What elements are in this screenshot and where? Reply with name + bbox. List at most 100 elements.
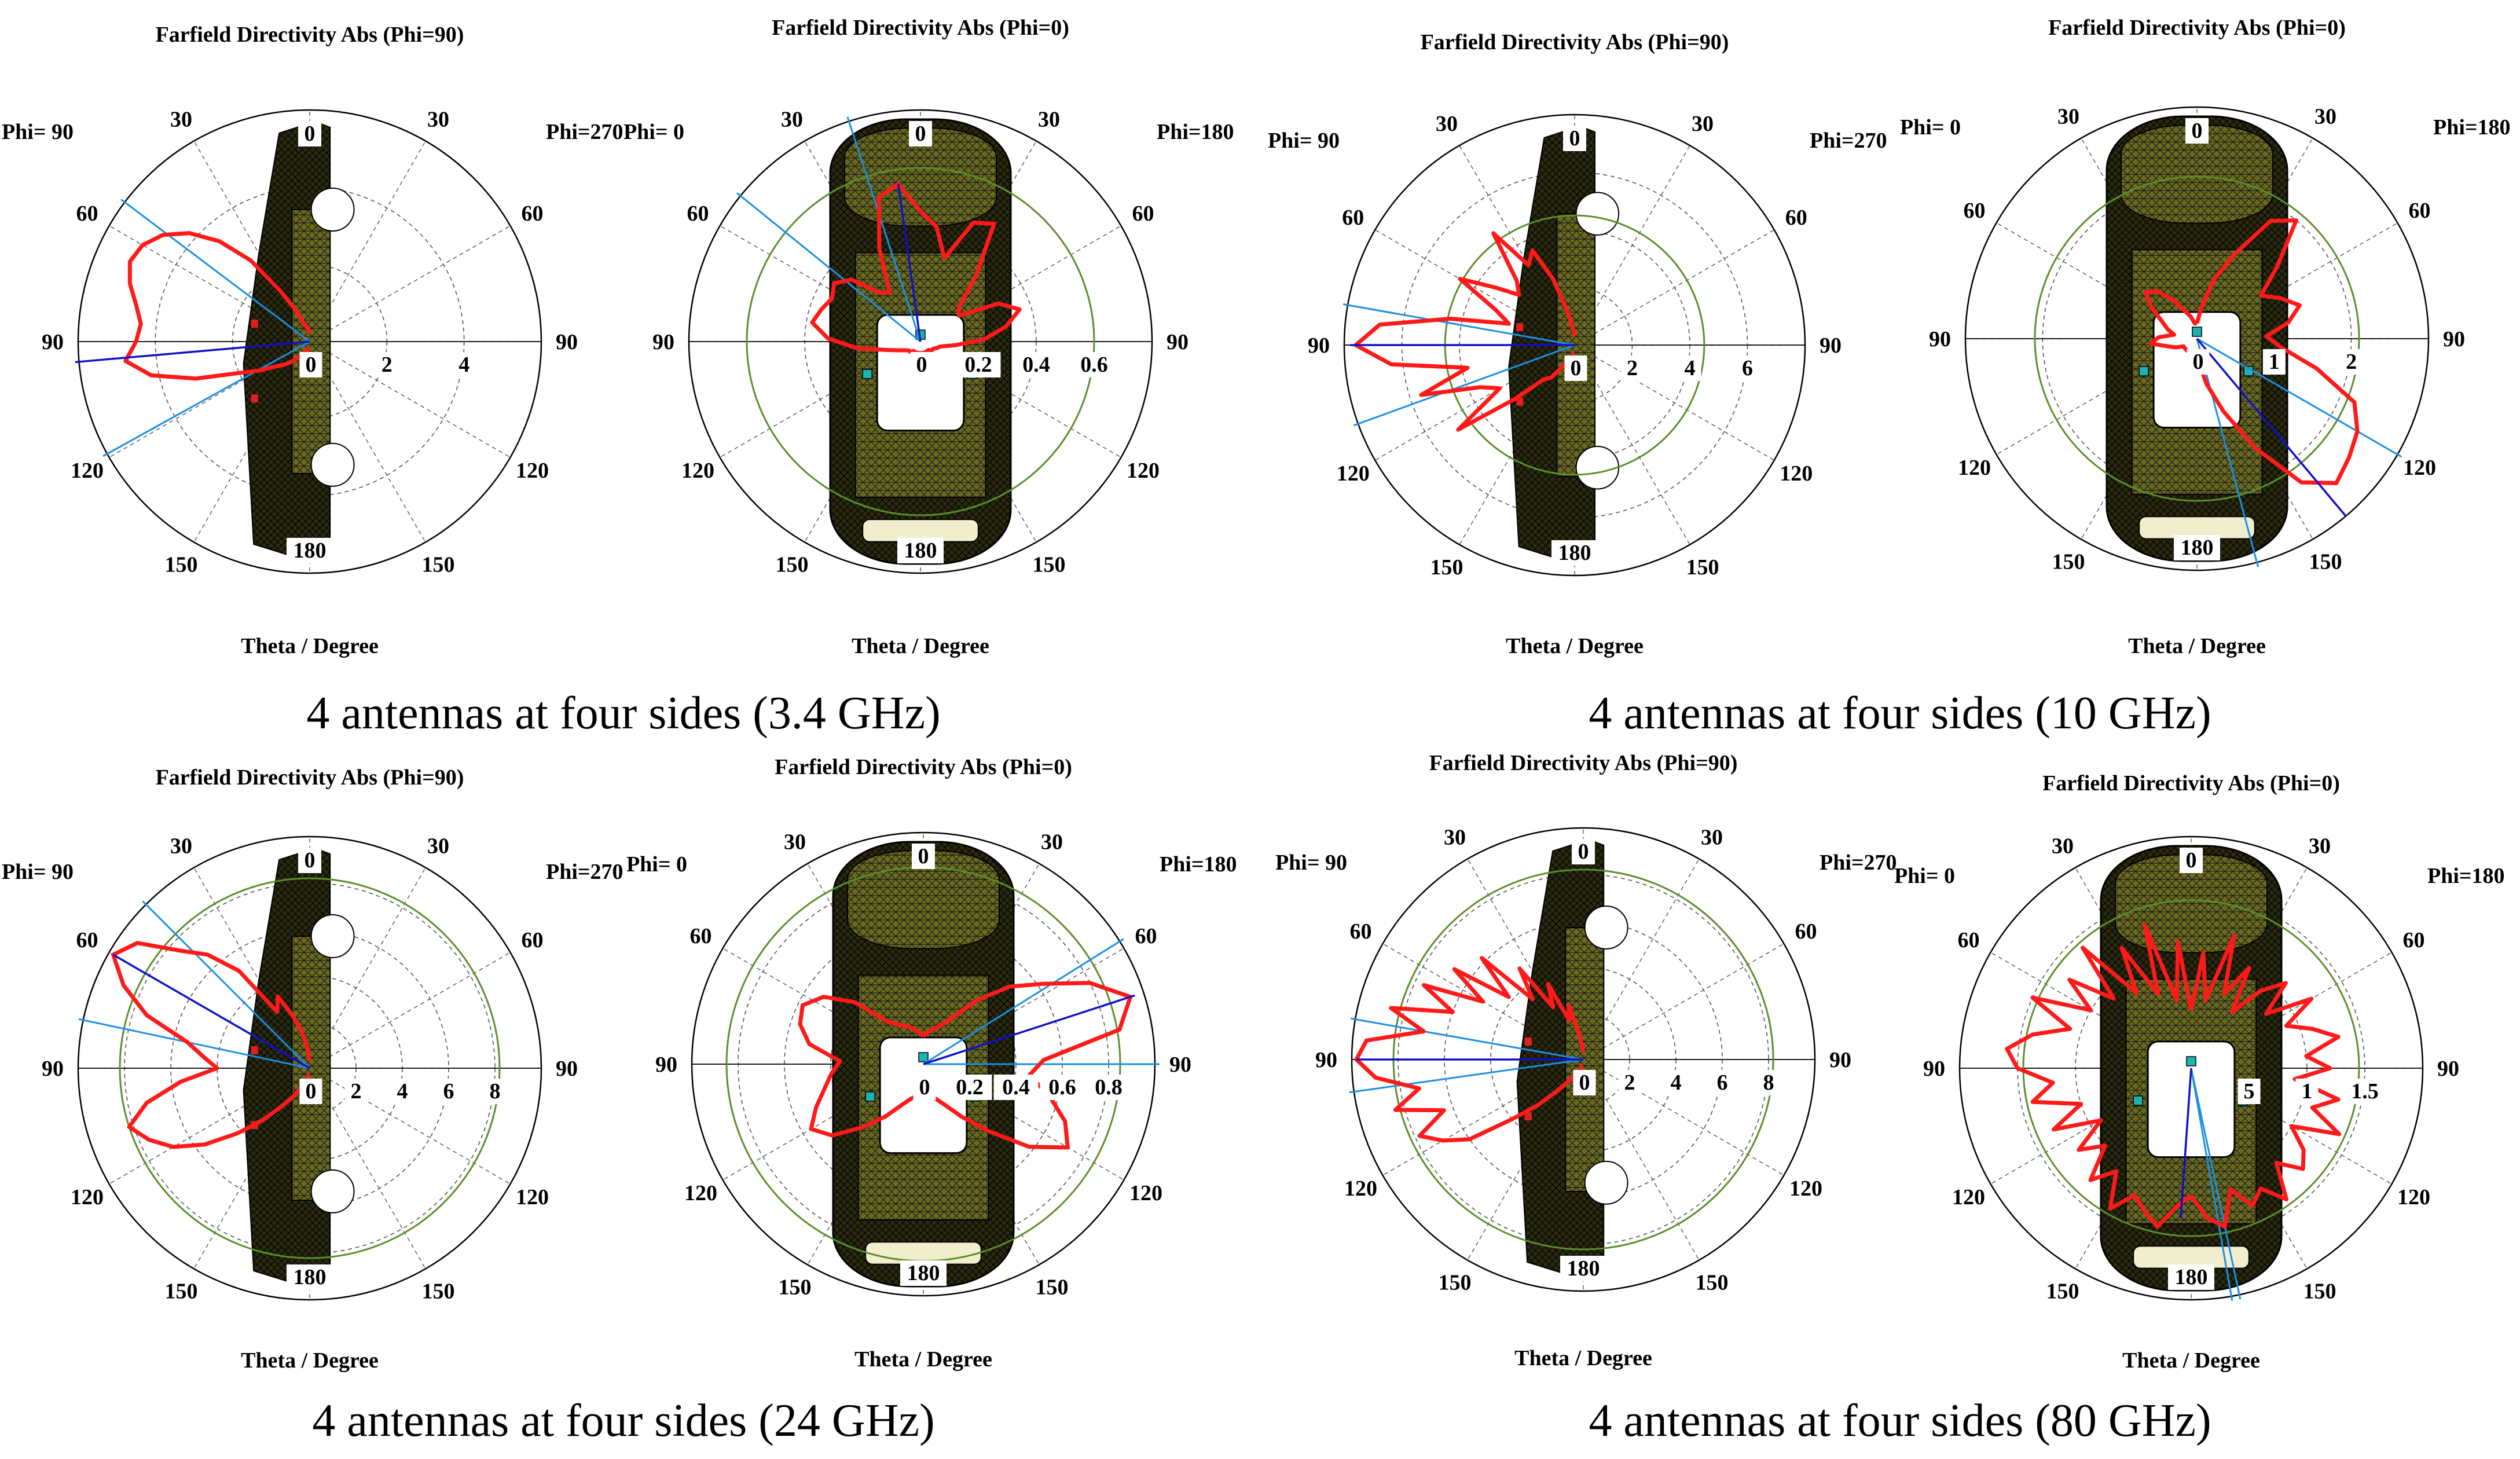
radial-tick-label: 2 [382, 353, 393, 377]
beam-width-line [78, 1018, 310, 1069]
radial-tick-box [1621, 355, 1644, 381]
radial-tick-box [910, 352, 933, 377]
angle-tick-box [2185, 118, 2209, 144]
angle-tick-label: 120 [1129, 1181, 1162, 1205]
radial-tick-box [2187, 349, 2210, 375]
angle-tick-label: 180 [294, 538, 327, 563]
polar-spoke [309, 341, 511, 458]
radial-tick-label: 0.4 [1022, 353, 1050, 377]
radial-tick-label: 6 [1717, 1071, 1728, 1095]
angle-tick-label: 120 [516, 1185, 549, 1209]
angle-tick-label: 30 [1038, 108, 1060, 132]
threshold-circle [2034, 175, 2360, 502]
radial-tick-label: 2 [2346, 350, 2357, 374]
radial-tick-box [1564, 355, 1587, 381]
chart-title: Farfield Directivity Abs (Phi=90) [156, 765, 464, 790]
radial-tick-label: 0.8 [1095, 1075, 1123, 1099]
chart-title: Farfield Directivity Abs (Phi=90) [1421, 30, 1729, 54]
angle-tick-label: 120 [71, 1185, 104, 1209]
chart-title: Farfield Directivity Abs (Phi=0) [2042, 771, 2340, 796]
polar-spoke [1574, 229, 1775, 346]
angle-tick-label: 30 [2314, 105, 2336, 129]
beam-width-line [2196, 338, 2402, 458]
angle-tick-label: 90 [42, 330, 64, 354]
angle-tick-label: 180 [294, 1265, 327, 1289]
angle-tick-label: 120 [2397, 1185, 2430, 1209]
radial-tick-label: 4 [397, 1079, 408, 1104]
radial-tick-label: 0 [916, 353, 927, 377]
radial-tick-label: 4 [1685, 356, 1696, 380]
threshold-circle [2022, 899, 2360, 1237]
angle-tick-label: 90 [1923, 1057, 1945, 1081]
directivity-pattern-curve [919, 210, 1022, 355]
angle-tick-label: 60 [690, 924, 712, 948]
angle-tick-label: 180 [1558, 541, 1591, 565]
angle-tick-label: 60 [687, 201, 709, 226]
angle-tick-label: 30 [170, 834, 192, 859]
antenna-marker-icon [1524, 1112, 1532, 1121]
radial-tick-label: 4 [1671, 1071, 1682, 1095]
radial-tick-label: 0 [306, 1079, 317, 1104]
angle-tick-label: 150 [1696, 1271, 1729, 1295]
angle-tick-label: 90 [1829, 1048, 1851, 1072]
radial-tick-box [1678, 355, 1701, 381]
angle-tick-label: 30 [427, 834, 449, 859]
radial-tick-label: 0.6 [1080, 353, 1108, 377]
angle-tick-label: 60 [522, 201, 544, 226]
radial-tick-box [947, 1075, 992, 1100]
radial-tick-label: 2 [1624, 1071, 1635, 1095]
angle-tick-label: 120 [1344, 1176, 1377, 1201]
antenna-marker-icon [2138, 366, 2149, 376]
radial-tick-box [1618, 1070, 1641, 1095]
angle-tick-label: 150 [2046, 1280, 2079, 1304]
antenna-marker-icon [1516, 397, 1524, 406]
radial-tick-label: 1 [2302, 1079, 2313, 1104]
angle-tick-label: 90 [655, 1053, 677, 1077]
angle-tick-box [909, 121, 932, 146]
rear-wheel-arch-icon [310, 1169, 355, 1214]
angle-tick-box [1560, 1256, 1606, 1281]
angle-tick-label: 150 [165, 553, 198, 577]
antenna-marker-icon [862, 369, 872, 379]
angle-tick-box [1563, 126, 1586, 151]
angle-tick-label: 180 [907, 1261, 940, 1285]
main-lobe-direction-line [2196, 338, 2347, 517]
beam-width-line [736, 192, 921, 343]
radial-tick-label: 0.2 [956, 1075, 984, 1099]
phi-right-label: Phi=180 [2433, 115, 2511, 140]
phi-right-label: Phi=270 [546, 860, 623, 884]
chart-title: Farfield Directivity Abs (Phi=0) [772, 16, 1069, 40]
radial-tick-label: 2 [351, 1079, 362, 1104]
directivity-pattern-curve [2005, 923, 2193, 1229]
radial-tick-label: 1.5 [2351, 1079, 2379, 1104]
sunroof-opening-icon [2147, 1040, 2236, 1159]
main-lobe-direction-line [897, 184, 922, 342]
radial-tick-box [2342, 1079, 2387, 1104]
radial-tick-box [956, 352, 1001, 377]
angle-tick-label: 90 [2437, 1057, 2459, 1081]
angle-tick-label: 150 [422, 553, 455, 577]
phi-right-label: Phi=270 [1820, 851, 1897, 875]
beam-width-line [923, 938, 1124, 1065]
radial-tick-label: 0 [1579, 1071, 1590, 1095]
angle-tick-label: 60 [76, 928, 98, 952]
angle-tick-label: 120 [71, 459, 104, 483]
angle-tick-label: 0 [305, 122, 316, 146]
radial-tick-box [391, 1079, 414, 1104]
directivity-pattern-curve [2195, 218, 2360, 485]
radial-tick-label: 0.6 [1048, 1075, 1076, 1099]
angle-tick-label: 90 [1308, 333, 1330, 358]
antenna-marker-icon [2186, 1056, 2196, 1066]
phi-left-label: Phi= 0 [1894, 864, 1955, 888]
phi-left-label: Phi= 0 [626, 852, 687, 877]
angle-tick-label: 60 [522, 928, 544, 952]
radial-tick-box [1014, 352, 1059, 377]
angle-tick-label: 150 [2303, 1280, 2336, 1304]
radial-tick-box [1040, 1075, 1085, 1100]
phi-right-label: Phi=180 [1157, 120, 1234, 144]
angle-tick-label: 90 [1929, 327, 1951, 351]
rear-wheel-arch-icon [310, 442, 355, 487]
front-wheel-arch-icon [1584, 906, 1628, 950]
